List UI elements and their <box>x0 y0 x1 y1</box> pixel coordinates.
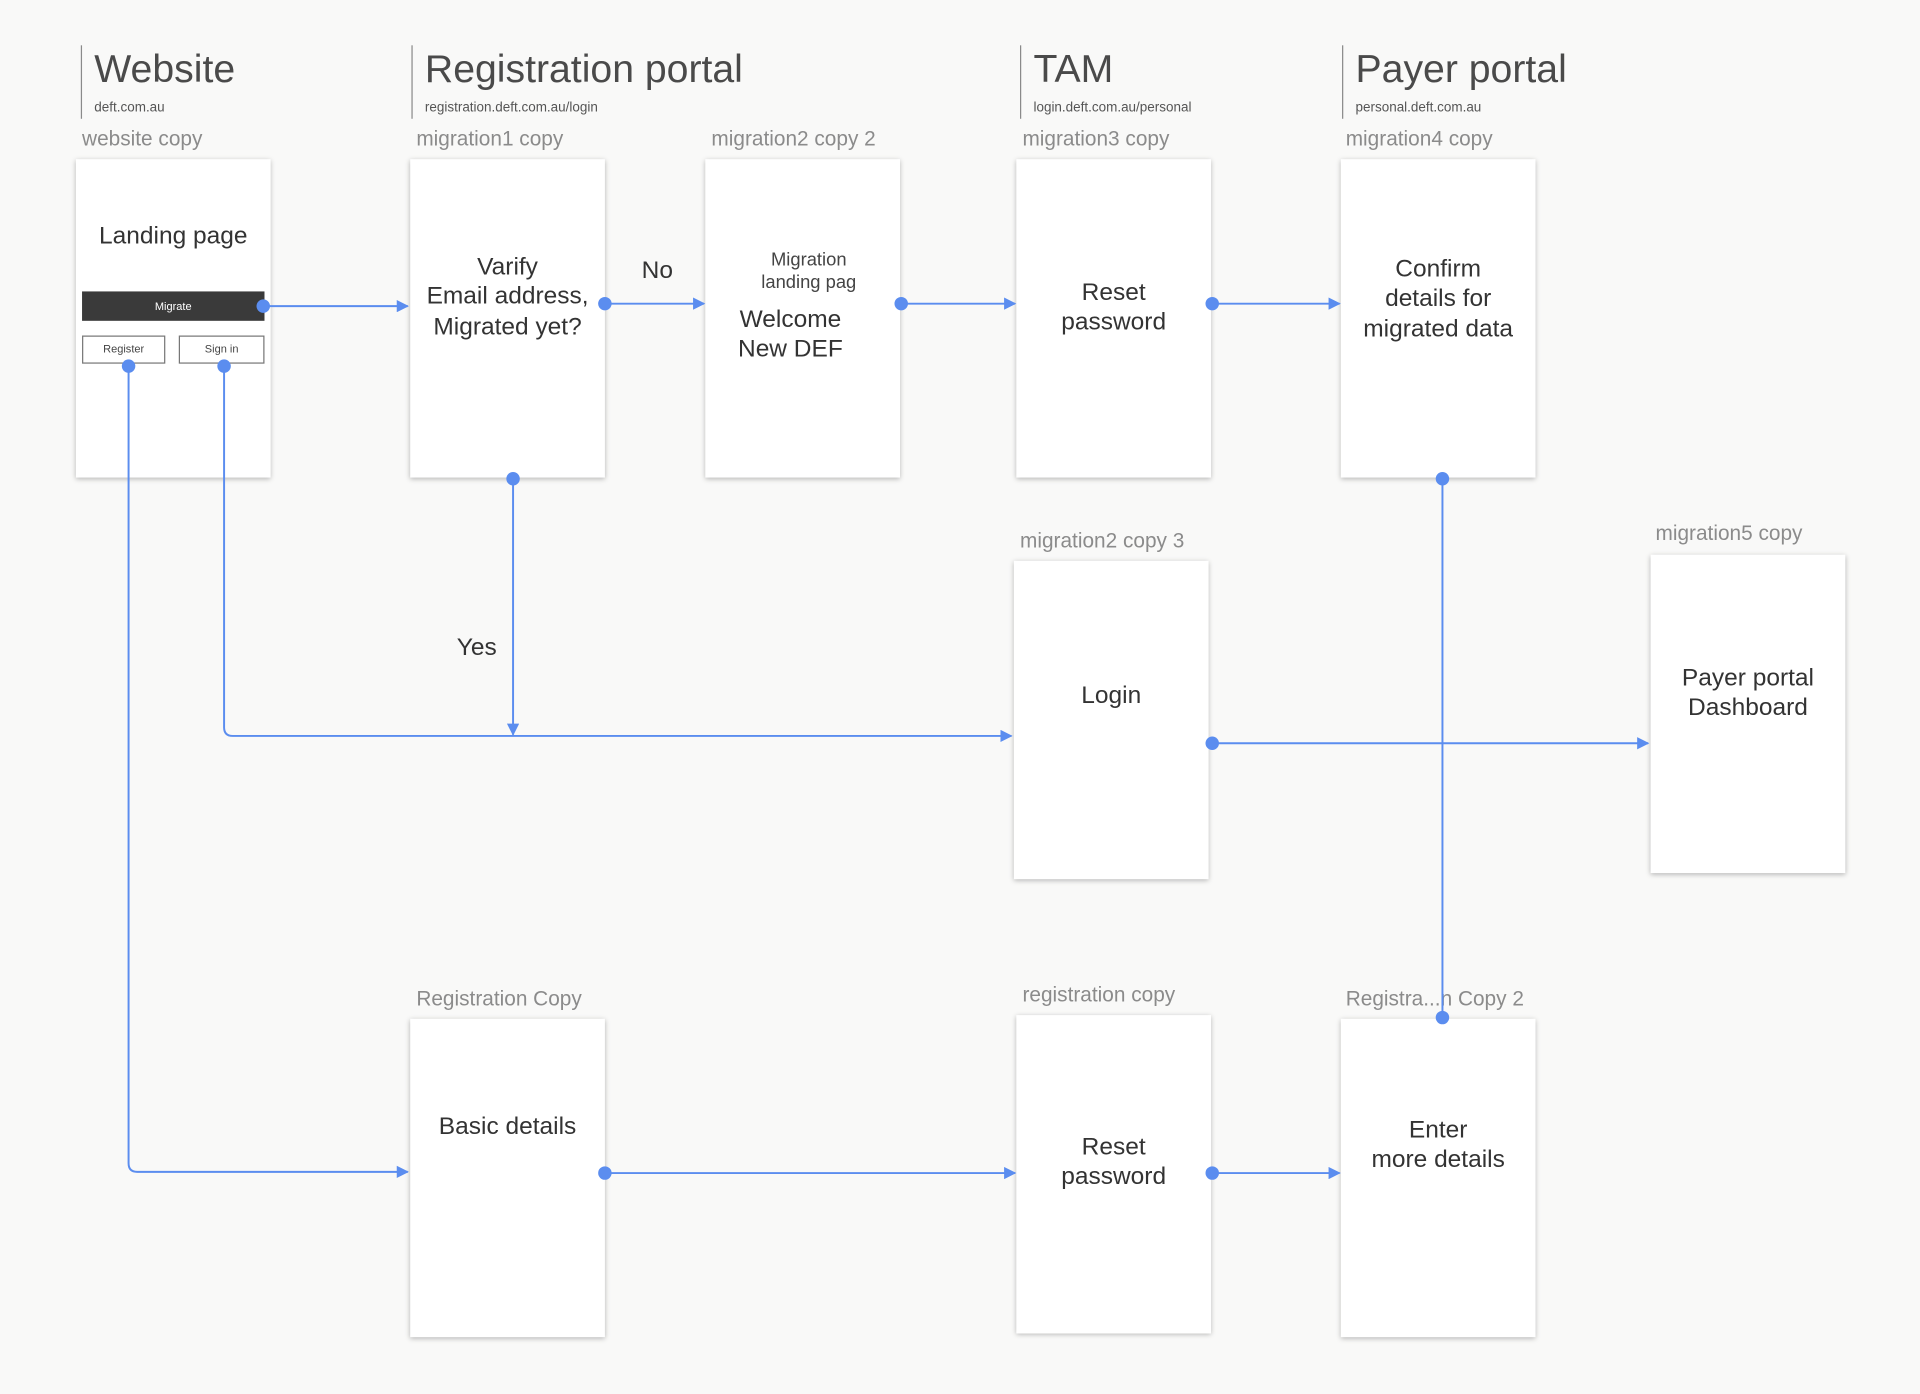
board-label-registration-reset: registration copy <box>1022 983 1176 1007</box>
board-label-migration4: migration4 copy <box>1345 127 1493 151</box>
edge-label-no: No <box>641 257 673 285</box>
connector-dot <box>256 299 271 313</box>
board-subtitle: Migration landing pag <box>761 249 857 294</box>
board-basic-details[interactable]: Basic details <box>410 1018 605 1338</box>
board-title: Landing page <box>99 222 248 250</box>
board-title: Basic details <box>438 1113 577 1141</box>
board-label-registration-basic: Registration Copy <box>416 986 582 1011</box>
section-title: Registration portal <box>424 46 743 91</box>
connector-dot <box>1205 736 1219 751</box>
board-title: Confirm details for migrated data <box>1363 255 1514 343</box>
section-payer-portal: Payer portal personal.deft.com.au <box>1342 45 1567 119</box>
board-migration-landing[interactable]: Migration landing pag Welcome New DEF <box>705 159 901 478</box>
connector-dot <box>1205 1166 1219 1180</box>
connector-dot <box>598 1166 612 1180</box>
board-title: Reset password <box>1061 279 1167 336</box>
board-title: Payer portal Dashboard <box>1681 664 1814 722</box>
section-title: Website <box>94 46 236 91</box>
board-label-migration3: migration3 copy <box>1022 127 1170 151</box>
section-url: personal.deft.com.au <box>1355 100 1482 116</box>
section-title: TAM <box>1033 46 1114 91</box>
connector-dot <box>506 472 520 486</box>
connector-dot <box>1435 1010 1450 1025</box>
connector-dot <box>1205 296 1219 311</box>
section-url: deft.com.au <box>94 100 165 116</box>
board-title: Varify Email address, Migrated yet? <box>426 253 589 341</box>
register-button[interactable]: Register <box>82 335 166 364</box>
board-tam-reset-password[interactable]: Reset password <box>1016 159 1212 478</box>
connector-dot <box>217 359 231 373</box>
board-website-landing[interactable]: Landing page Migrate Register Sign in <box>75 159 271 478</box>
board-confirm-details[interactable]: Confirm details for migrated data <box>1340 159 1536 478</box>
board-payer-dashboard[interactable]: Payer portal Dashboard <box>1650 554 1846 874</box>
board-label-migration5: migration5 copy <box>1655 521 1803 545</box>
connector-signin-to-login <box>223 366 1013 743</box>
migrate-button[interactable]: Migrate <box>82 291 265 321</box>
connector-dot <box>1435 472 1450 486</box>
board-registration-reset-password[interactable]: Reset password <box>1016 1015 1212 1334</box>
board-label-website: website copy <box>82 127 203 151</box>
board-title: Welcome New DEF <box>738 306 843 363</box>
section-url: registration.deft.com.au/login <box>424 100 598 116</box>
section-title: Payer portal <box>1355 46 1567 91</box>
connector-register-to-basic <box>127 366 409 1178</box>
board-label-registration-more: Registra...n Copy 2 <box>1345 986 1524 1011</box>
board-enter-more-details[interactable]: Enter more details <box>1340 1018 1536 1338</box>
connector-dot <box>598 296 612 311</box>
board-login[interactable]: Login <box>1013 560 1209 880</box>
section-url: login.deft.com.au/personal <box>1033 100 1192 116</box>
section-website: Website deft.com.au <box>80 45 236 119</box>
board-title: Enter more details <box>1371 1116 1505 1174</box>
edge-label-yes: Yes <box>456 634 497 662</box>
board-label-migration1: migration1 copy <box>416 127 564 151</box>
board-label-login: migration2 copy 3 <box>1020 528 1185 553</box>
section-registration-portal: Registration portal registration.deft.co… <box>411 45 743 119</box>
board-title: Reset password <box>1061 1133 1167 1191</box>
board-title: Login <box>1081 682 1142 709</box>
section-tam: TAM login.deft.com.au/personal <box>1020 45 1192 119</box>
board-label-migration2: migration2 copy 2 <box>711 127 876 151</box>
board-verify-email[interactable]: Varify Email address, Migrated yet? <box>410 159 605 478</box>
connector-dot <box>894 296 908 311</box>
connector-dot <box>121 359 136 373</box>
